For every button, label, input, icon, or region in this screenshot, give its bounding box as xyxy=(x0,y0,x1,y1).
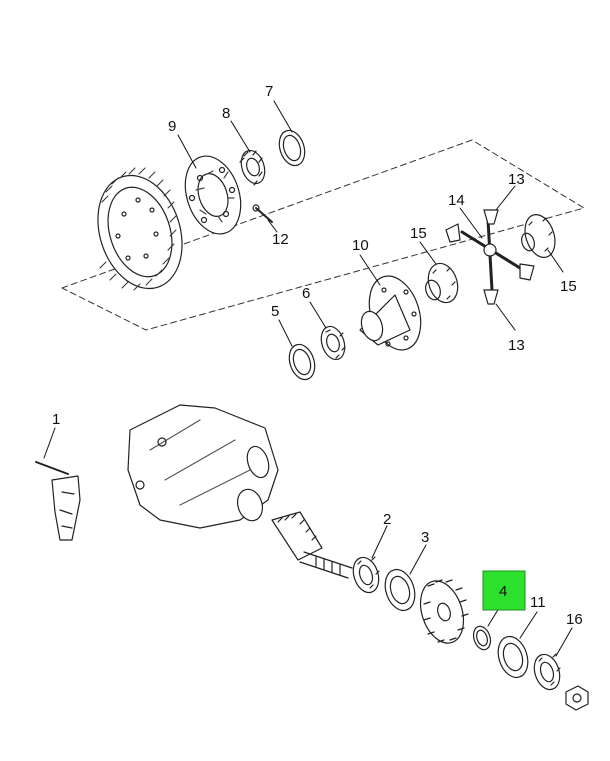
bearing-cup-7 xyxy=(278,129,306,167)
side-gear-15-right xyxy=(521,214,556,258)
case-flange-part xyxy=(184,155,242,235)
bearing-cone-6 xyxy=(320,325,346,361)
side-gear-15-left xyxy=(425,262,459,304)
bracket-1 xyxy=(35,461,81,541)
callout-15-right[interactable]: 15 xyxy=(560,278,577,295)
bearing-cone-8 xyxy=(239,149,266,186)
bearing-cone-16 xyxy=(533,653,561,691)
pinion-gear-13-left xyxy=(445,223,461,243)
highlight-box[interactable] xyxy=(482,570,526,611)
bolt-12 xyxy=(252,204,273,223)
callout-13-bottom[interactable]: 13 xyxy=(508,337,525,354)
callout-13-top[interactable]: 13 xyxy=(508,171,525,188)
pinion-gear-13-bottom xyxy=(483,289,499,305)
callout-9[interactable]: 9 xyxy=(168,118,176,135)
callout-8[interactable]: 8 xyxy=(222,105,230,122)
callout-16[interactable]: 16 xyxy=(566,611,583,628)
nut-part xyxy=(565,685,589,711)
differential-case-10 xyxy=(359,275,422,351)
callout-15-left[interactable]: 15 xyxy=(410,225,427,242)
callout-3[interactable]: 3 xyxy=(421,529,429,546)
callout-6[interactable]: 6 xyxy=(302,285,310,302)
callout-2[interactable]: 2 xyxy=(383,511,391,528)
helical-gear xyxy=(419,579,469,644)
pinion-drive-gear xyxy=(271,511,353,579)
pinion-gear-13-top xyxy=(483,209,499,225)
callout-4[interactable]: 4 xyxy=(499,583,507,600)
callout-12[interactable]: 12 xyxy=(272,231,289,248)
differential-group-outline xyxy=(61,139,585,331)
pinion-gear-13-right xyxy=(519,263,535,281)
callout-10[interactable]: 10 xyxy=(352,237,369,254)
spacer-ring-4 xyxy=(472,625,492,651)
bearing-cup-11 xyxy=(497,635,529,679)
callout-14[interactable]: 14 xyxy=(448,192,465,209)
bearing-cup-3 xyxy=(384,568,416,612)
callout-11[interactable]: 11 xyxy=(530,594,546,611)
spider-cross-14 xyxy=(460,218,522,292)
axle-housing xyxy=(127,404,279,529)
ring-gear-part xyxy=(97,167,183,291)
callout-1[interactable]: 1 xyxy=(52,411,60,428)
bearing-cone-2 xyxy=(352,556,380,594)
bearing-cup-5 xyxy=(288,343,316,381)
callout-5[interactable]: 5 xyxy=(271,303,279,320)
leader-lines xyxy=(43,100,573,657)
callout-7[interactable]: 7 xyxy=(265,83,273,100)
